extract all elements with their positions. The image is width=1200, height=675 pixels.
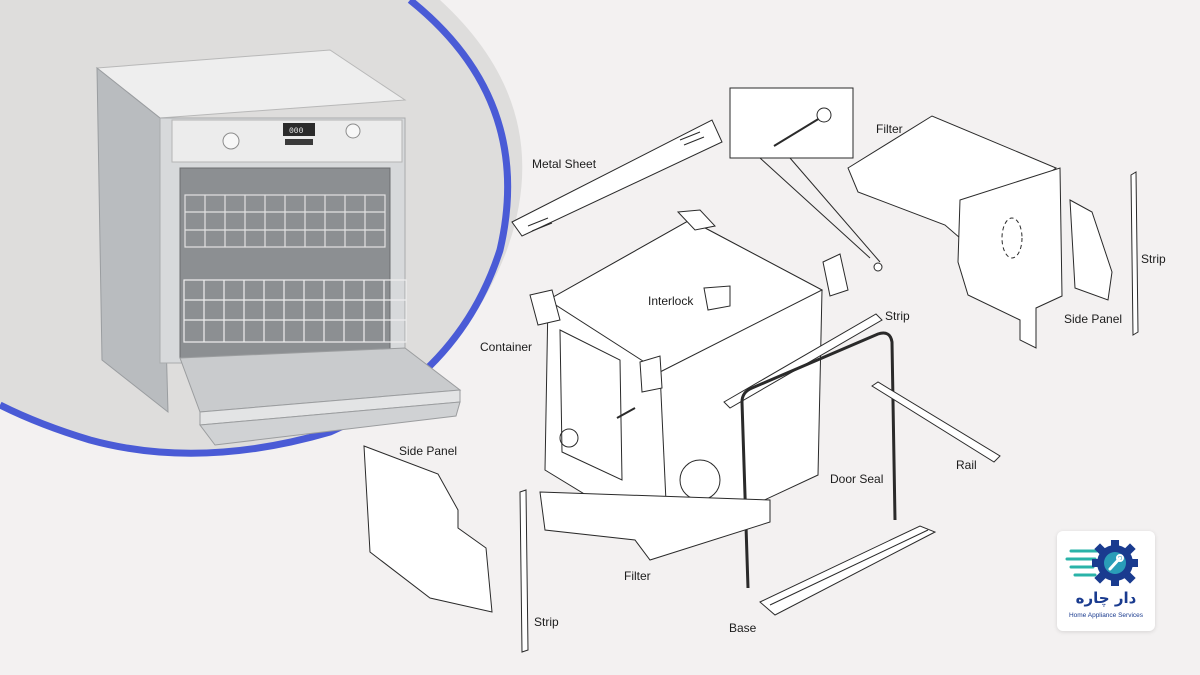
dishwasher-photo: 000 (95, 49, 462, 446)
screw-callout (729, 87, 883, 272)
rail-part (871, 381, 1001, 463)
strip-right-part (1130, 171, 1139, 336)
metal-sheet-part (511, 119, 723, 237)
base-part (759, 525, 937, 616)
label-filter-top: Filter (876, 122, 903, 136)
svg-text:000: 000 (289, 127, 304, 136)
label-strip-right: Strip (1141, 252, 1166, 266)
label-interlock: Interlock (648, 294, 694, 308)
gear-wrench-icon (1065, 540, 1138, 586)
label-side-panel-left: Side Panel (399, 444, 457, 458)
brand-logo: دار چاره Home Appliance Services (1057, 531, 1155, 631)
logo-name: دار چاره (1075, 589, 1137, 607)
interlock-screw-part (616, 407, 636, 419)
exploded-parts-diagram (363, 87, 1139, 653)
part-labels: Metal Sheet Filter Strip Interlock Strip… (399, 122, 1166, 635)
label-strip-mid: Strip (885, 309, 910, 323)
label-rail: Rail (956, 458, 977, 472)
label-metal-sheet: Metal Sheet (532, 157, 597, 171)
side-panel-right-part (957, 167, 1113, 349)
container-part (529, 209, 849, 546)
filter-bottom-part (539, 491, 771, 561)
side-panel-left-part (363, 445, 493, 613)
logo-subtitle: Home Appliance Services (1068, 612, 1144, 619)
label-base: Base (729, 621, 757, 635)
strip-bottom-part (519, 489, 529, 653)
label-filter-bottom: Filter (624, 569, 651, 583)
label-container: Container (480, 340, 532, 354)
label-door-seal: Door Seal (830, 472, 883, 486)
door-seal-part (740, 331, 897, 589)
label-side-panel-right: Side Panel (1064, 312, 1122, 326)
label-strip-bottom: Strip (534, 615, 559, 629)
